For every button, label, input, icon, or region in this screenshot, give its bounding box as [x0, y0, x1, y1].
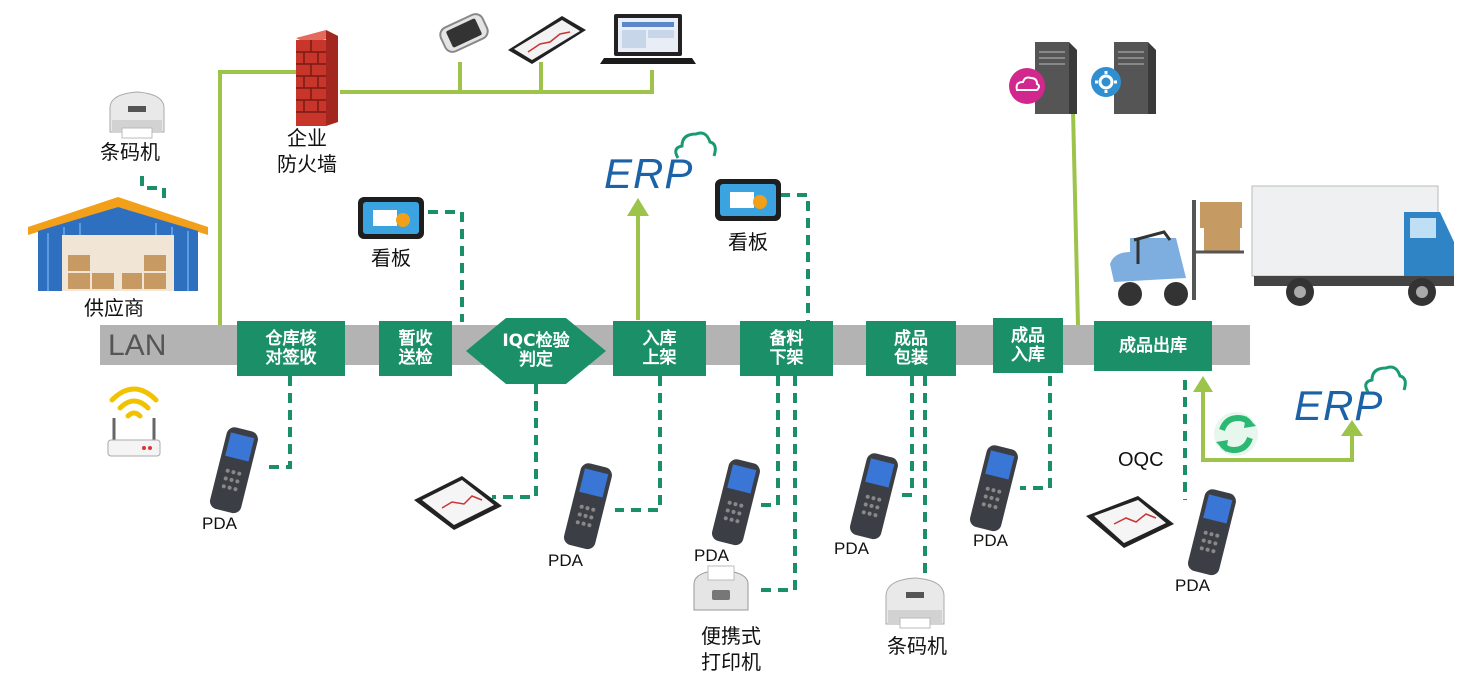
- kanban-1-label: 看板: [371, 246, 411, 270]
- step1-pda-link: [262, 376, 292, 469]
- forklift-icon: [1110, 200, 1244, 306]
- server-to-lan-line: [1071, 109, 1080, 326]
- pda-icon: [209, 427, 258, 514]
- step-line1: 入库: [642, 328, 677, 349]
- barcode-printer-icon: [109, 91, 165, 139]
- pda-icon: [1187, 489, 1236, 576]
- portable-printer-label-1: 便携式: [701, 624, 761, 648]
- firewall-label-1: 企业: [287, 126, 327, 150]
- step-line2: 上架: [642, 347, 677, 368]
- pack-pda-link: [900, 376, 914, 497]
- barcode-top-link: [140, 176, 166, 205]
- firewall-icon: [296, 30, 338, 126]
- step-receive-sign: 仓库核 对签收: [237, 321, 345, 376]
- step-line1: 成品: [1011, 325, 1045, 346]
- monitor-kanban-icon: [715, 179, 781, 221]
- portable-printer-label-2: 打印机: [701, 650, 761, 674]
- cloud-server-icon: [1009, 42, 1077, 114]
- pda-5-label: PDA: [973, 531, 1008, 550]
- sync-icon: [1214, 412, 1258, 456]
- step-line2: 下架: [769, 347, 804, 368]
- warehouse-icon: [28, 197, 208, 291]
- pick-printer-link: [760, 376, 797, 592]
- step-line1: 成品: [894, 328, 928, 349]
- step-temp-receive: 暂收 送检: [379, 321, 452, 376]
- wifi-router-icon: [107, 386, 161, 457]
- laptop-icon: [600, 14, 696, 64]
- shelf-pda-link: [615, 376, 662, 512]
- pda-2-label: PDA: [548, 551, 583, 570]
- supplier-to-firewall-line: [218, 70, 300, 325]
- store-pda-link: [1020, 376, 1052, 490]
- pda-6-label: PDA: [1175, 576, 1210, 595]
- pda-1-label: PDA: [202, 514, 237, 533]
- barcode-printer-top-label: 条码机: [100, 140, 160, 164]
- smartphone-icon: [439, 13, 489, 53]
- pda-icon: [969, 445, 1018, 532]
- step-line1: 成品出库: [1119, 335, 1187, 356]
- step-iqc-diamond: [466, 318, 606, 384]
- barcode-printer-bottom-label: 条码机: [887, 634, 947, 658]
- step-line2: 入库: [1011, 344, 1045, 365]
- tablet-icon: [1086, 496, 1174, 548]
- erp-arrow-head: [627, 198, 649, 216]
- pda-4-label: PDA: [834, 539, 869, 558]
- barcode-printer-icon: [885, 577, 945, 629]
- step-line1: 备料: [769, 328, 804, 349]
- monitor-kanban-icon: [358, 197, 424, 239]
- step-store-finished: 成品 入库: [993, 318, 1063, 373]
- kanban-2-label: 看板: [728, 230, 768, 254]
- tablet-icon: [414, 476, 502, 530]
- erp-right-arrow-head: [1341, 420, 1363, 436]
- step-ship: 成品出库: [1094, 321, 1212, 371]
- step-line2: 包装: [894, 347, 928, 368]
- supplier-label: 供应商: [84, 296, 144, 320]
- kanban1-link: [428, 210, 464, 322]
- iqc-tablet-link: [492, 384, 538, 499]
- firewall-to-devices-line: [340, 70, 654, 94]
- tablet-icon: [508, 16, 586, 64]
- lan-label: LAN: [108, 329, 167, 362]
- erp-cloud-icon: [1364, 365, 1407, 393]
- step-line1: 暂收: [398, 328, 433, 349]
- pick-pda-link: [760, 376, 780, 507]
- oqc-label: OQC: [1118, 449, 1164, 471]
- step-line2: 对签收: [265, 347, 317, 368]
- truck-icon: [1251, 185, 1454, 306]
- step-line2: 送检: [398, 347, 433, 368]
- step-line1: 仓库核: [265, 328, 317, 349]
- step-line2: 判定: [519, 350, 553, 370]
- forklift-truck-scene: [1110, 185, 1454, 306]
- settings-server-icon: [1091, 42, 1156, 114]
- step-pick: 备料 下架: [740, 321, 833, 376]
- pda-3-label: PDA: [694, 546, 729, 565]
- step-iqc: IQC检验 判定: [480, 326, 592, 376]
- firewall-label-2: 防火墙: [277, 152, 337, 176]
- erp-top-text: ERP: [604, 150, 694, 197]
- step-pack: 成品 包装: [866, 321, 956, 376]
- step-line1: IQC检验: [502, 331, 570, 351]
- ship-to-erp-line: [1201, 390, 1354, 462]
- erp-cloud-icon: [674, 131, 717, 159]
- kanban2-link: [780, 193, 810, 322]
- step-shelve: 入库 上架: [613, 321, 706, 376]
- pda-icon: [563, 463, 612, 550]
- portable-printer-icon: [693, 565, 749, 611]
- pda-icon: [849, 453, 898, 540]
- pda-icon: [711, 459, 760, 546]
- ship-up-arrow-head: [1193, 376, 1213, 392]
